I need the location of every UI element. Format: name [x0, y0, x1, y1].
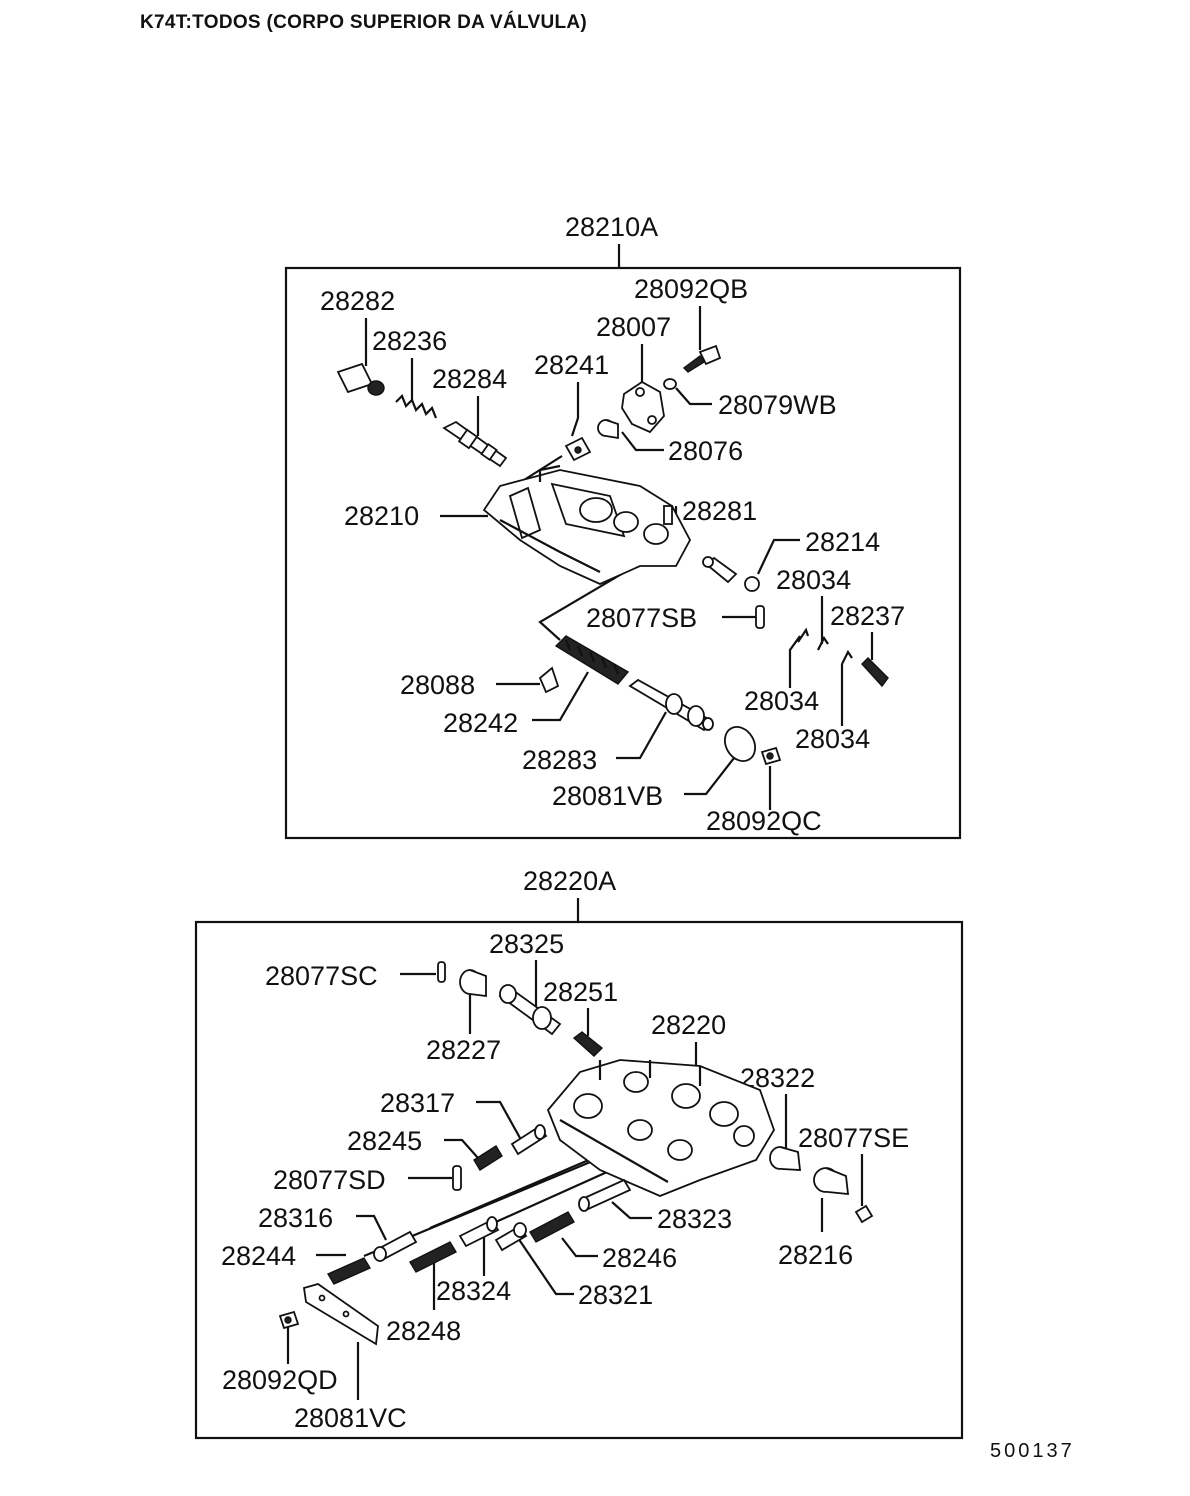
valve-28283-icon	[628, 678, 714, 732]
part-label-28077SD: 28077SD	[273, 1165, 386, 1195]
lower-assembly: 28220A 28325 28077SC 28251 28220 28227 2…	[194, 866, 964, 1440]
bolt-28092QB-icon	[682, 344, 722, 373]
part-label-28282: 28282	[320, 286, 395, 316]
upper-assembly: 28210A 28282 28236 28284 28241 28007 280…	[284, 212, 962, 840]
part-label-28220: 28220	[651, 1010, 726, 1040]
pin-28077SE-icon	[854, 1204, 874, 1224]
sleeve-28076-icon	[597, 419, 619, 440]
spring-28237-icon	[861, 657, 889, 688]
part-label-28210: 28210	[344, 501, 419, 531]
part-label-28081VC: 28081VC	[294, 1403, 407, 1433]
spring-28236-icon	[395, 394, 438, 419]
part-label-28246: 28246	[602, 1243, 677, 1273]
valve-28284-icon	[442, 420, 508, 468]
spring-28246-icon	[529, 1211, 575, 1243]
ball-28214-icon	[744, 576, 760, 592]
part-label-28034-b: 28034	[744, 686, 819, 716]
upper-assembly-frame	[284, 266, 962, 840]
sleeve-28227-icon	[459, 969, 487, 998]
plate-28081VC-icon	[302, 1283, 379, 1346]
part-label-28092QC: 28092QC	[706, 806, 822, 836]
spring-28245-icon	[473, 1145, 503, 1171]
part-label-28325: 28325	[489, 929, 564, 959]
part-label-28081VB: 28081VB	[552, 781, 663, 811]
part-label-28092QB: 28092QB	[634, 274, 748, 304]
part-label-28076: 28076	[668, 436, 743, 466]
part-label-28324: 28324	[436, 1276, 511, 1306]
part-label-28245: 28245	[347, 1126, 422, 1156]
valve-body-28220-icon	[546, 1059, 775, 1197]
retainer-28088-icon	[538, 666, 560, 694]
valve-28325-icon	[498, 984, 562, 1036]
pin-28077SB-icon	[755, 605, 765, 629]
part-label-28227: 28227	[426, 1035, 501, 1065]
part-label-28317: 28317	[380, 1088, 455, 1118]
valve-28281-icon	[702, 556, 738, 584]
clip-28034-a-icon	[797, 627, 810, 643]
spring-28244-icon	[326, 1257, 372, 1285]
spring-28242-icon	[554, 635, 630, 685]
part-label-28077SB: 28077SB	[586, 603, 697, 633]
part-label-28092QD: 28092QD	[222, 1365, 338, 1395]
valve-28324-icon	[458, 1216, 500, 1248]
valve-28323-icon	[578, 1178, 632, 1212]
part-label-28251: 28251	[543, 977, 618, 1007]
plug-28282-icon	[336, 362, 385, 396]
bolt-28092QD-icon	[278, 1310, 300, 1330]
part-label-28214: 28214	[805, 527, 880, 557]
part-label-28248: 28248	[386, 1316, 461, 1346]
pin-28077SC-icon	[437, 961, 446, 983]
part-label-28079WB: 28079WB	[718, 390, 837, 420]
valve-28321-icon	[494, 1222, 528, 1252]
spring-28251-icon	[572, 1031, 604, 1057]
part-label-28244: 28244	[221, 1241, 296, 1271]
valve-28316-icon	[373, 1230, 418, 1262]
part-label-28284: 28284	[432, 364, 507, 394]
part-label-28321: 28321	[578, 1280, 653, 1310]
lower-assembly-frame	[194, 920, 964, 1440]
figure-code: 500137	[990, 1440, 1075, 1462]
clip-28034-c-icon	[841, 649, 853, 665]
cover-28081VB-icon	[724, 726, 756, 762]
block-28241-icon	[564, 436, 592, 462]
lower-part-shapes	[278, 961, 874, 1346]
upper-part-shapes	[336, 344, 889, 766]
sleeve-28216-icon	[813, 1167, 850, 1196]
part-label-28088: 28088	[400, 670, 475, 700]
part-label-28236: 28236	[372, 326, 447, 356]
part-label-28034-a: 28034	[776, 565, 851, 595]
sleeve-28322-icon	[769, 1146, 802, 1171]
part-label-28034-c: 28034	[795, 724, 870, 754]
assembly-label-28220A: 28220A	[523, 866, 616, 896]
page-title: K74T:TODOS (CORPO SUPERIOR DA VÁLVULA)	[140, 12, 588, 33]
part-label-28242: 28242	[443, 708, 518, 738]
part-label-28237: 28237	[830, 601, 905, 631]
assembly-label-28210A: 28210A	[565, 212, 658, 242]
part-label-28316: 28316	[258, 1203, 333, 1233]
spring-28248-icon	[409, 1241, 457, 1273]
part-label-28281: 28281	[682, 496, 757, 526]
part-label-28283: 28283	[522, 745, 597, 775]
washer-28079WB-icon	[663, 378, 677, 390]
part-label-28077SE: 28077SE	[798, 1123, 909, 1153]
part-label-28323: 28323	[657, 1204, 732, 1234]
part-label-28007: 28007	[596, 312, 671, 342]
bolt-28092QC-icon	[760, 746, 782, 766]
part-label-28241: 28241	[534, 350, 609, 380]
valve-body-28210-icon	[482, 464, 692, 585]
pin-28077SD-icon	[452, 1165, 462, 1191]
plate-28007-icon	[621, 380, 665, 434]
clip-28034-b-icon	[817, 635, 829, 651]
valve-28317-icon	[510, 1124, 548, 1156]
part-label-28077SC: 28077SC	[265, 961, 378, 991]
part-label-28216: 28216	[778, 1240, 853, 1270]
